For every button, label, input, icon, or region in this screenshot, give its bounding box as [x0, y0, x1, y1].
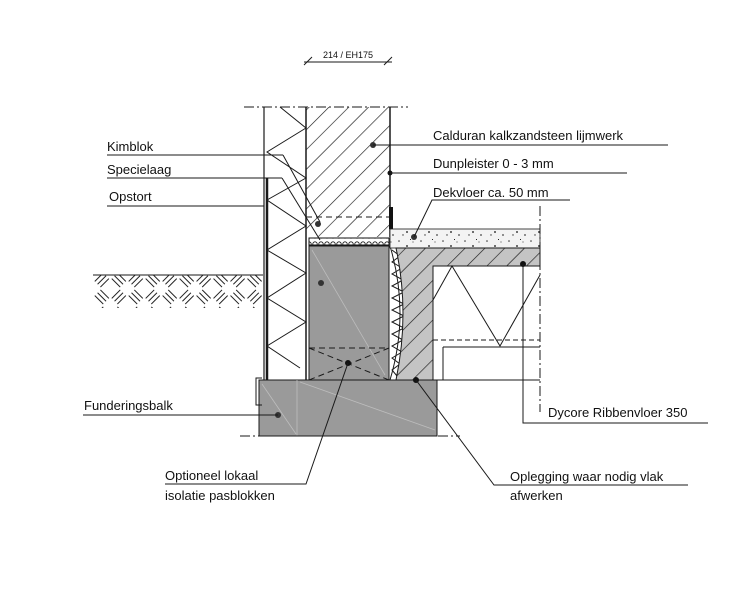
label-oplegging-line2: afwerken	[510, 488, 563, 503]
label-dycore: Dycore Ribbenvloer 350	[548, 405, 687, 420]
ribbed-floor-slab	[395, 206, 541, 412]
label-kimblok: Kimblok	[107, 139, 154, 154]
label-opstort: Opstort	[109, 189, 152, 204]
outer-insulation-layer	[263, 106, 321, 380]
label-dekvloer: Dekvloer ca. 50 mm	[433, 185, 549, 200]
label-oplegging-line1: Oplegging waar nodig vlak	[510, 469, 664, 484]
label-funderingsbalk: Funderingsbalk	[84, 398, 173, 413]
label-optioneel-line2: isolatie pasblokken	[165, 488, 275, 503]
kimblok-block	[308, 245, 390, 381]
label-calduran: Calduran kalkzandsteen lijmwerk	[433, 128, 624, 143]
screed-layer	[389, 228, 541, 249]
label-dunpleister: Dunpleister 0 - 3 mm	[433, 156, 554, 171]
calduran-wall	[306, 107, 393, 237]
mortar-bed-layer	[308, 237, 390, 246]
drawing-reference: 214 / EH175	[303, 50, 393, 66]
label-optioneel-line1: Optioneel lokaal	[165, 468, 258, 483]
leader-lines	[83, 144, 708, 486]
label-specielaag: Specielaag	[107, 162, 171, 177]
foundation-beam	[240, 377, 460, 437]
edge-insulation-strip	[389, 245, 406, 381]
reference-text: 214 / EH175	[323, 50, 373, 60]
ground-soil	[93, 274, 263, 308]
